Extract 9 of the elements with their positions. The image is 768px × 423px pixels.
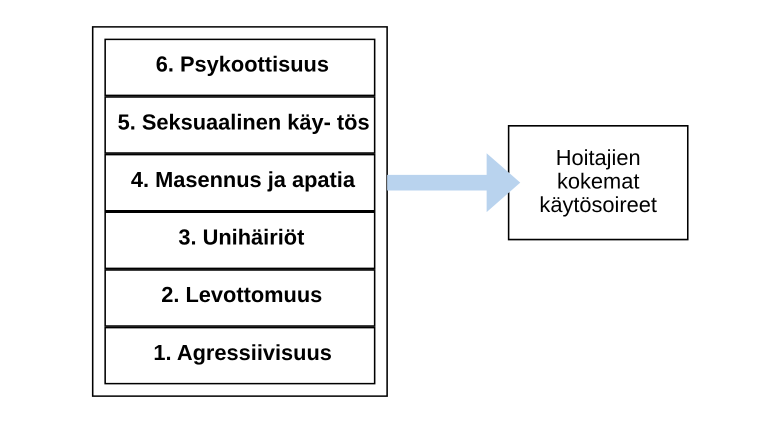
node-box: 4. Masennus ja apatia	[104, 154, 376, 212]
node-box: 6. Psykoottisuus	[104, 38, 376, 96]
node-box: 2. Levottomuus	[104, 269, 376, 327]
node-box: Hoitajien kokemat käytösoireet	[508, 125, 689, 240]
cluster	[92, 26, 388, 397]
node-box: 1. Agressiivisuus	[104, 326, 376, 384]
node-box: 3. Unihäiriöt	[104, 212, 376, 270]
node-box: 5. Seksuaalinen käy- tös	[104, 96, 376, 154]
arrow	[387, 153, 520, 212]
